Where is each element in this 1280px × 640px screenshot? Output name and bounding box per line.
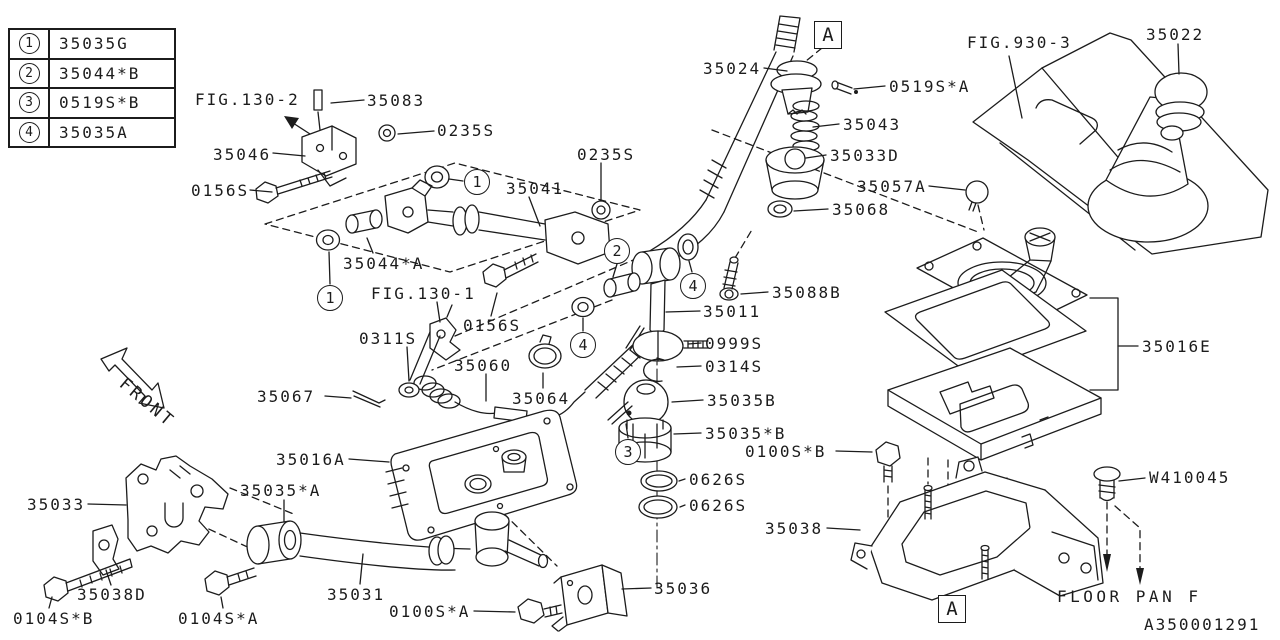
label-part-35016a: 35016A <box>276 450 346 469</box>
legend-row-4: 4 35035A <box>10 118 174 146</box>
front-label: FRONT <box>115 374 179 432</box>
label-part-35088b: 35088B <box>772 283 842 302</box>
label-part-0626s-2: 0626S <box>689 496 748 515</box>
arm-35031-assembly <box>299 511 628 632</box>
label-part-35043: 35043 <box>843 115 902 134</box>
label-part-0104s-b: 0104S*B <box>13 609 95 628</box>
label-part-35046: 35046 <box>213 145 272 164</box>
legend-table: 1 35035G 2 35044*B 3 0519S*B 4 35035A <box>8 28 176 148</box>
legend-callout-4: 4 <box>18 121 40 143</box>
label-part-35022: 35022 <box>1146 25 1205 44</box>
label-part-0156s-2: 0156S <box>463 316 522 335</box>
label-part-0100s-b: 0100S*B <box>745 442 827 461</box>
callout-4-4: 4 <box>570 332 596 358</box>
label-part-35064: 35064 <box>512 389 571 408</box>
legend-callout-cell: 1 <box>10 30 50 58</box>
legend-callout-1: 1 <box>18 33 40 55</box>
label-fig-130-1: FIG.130-1 <box>371 284 476 303</box>
label-fig-930-3: FIG.930-3 <box>967 33 1072 52</box>
bracket-35038 <box>850 441 1121 601</box>
label-part-0519s-a: 0519S*A <box>889 77 971 96</box>
callout-2-2: 2 <box>604 238 630 264</box>
label-part-35044-a: 35044*A <box>343 254 425 273</box>
label-part-0626s-1: 0626S <box>689 470 748 489</box>
label-part-35057a: 35057A <box>857 177 927 196</box>
legend-callout-cell: 3 <box>10 89 50 117</box>
legend-callout-cell: 4 <box>10 118 50 146</box>
label-part-0999s: 0999S <box>705 334 764 353</box>
label-part-35068: 35068 <box>832 200 891 219</box>
label-part-0100s-a: 0100S*A <box>389 602 471 621</box>
label-part-35036: 35036 <box>654 579 713 598</box>
label-part-0235s-1: 0235S <box>437 121 496 140</box>
marker-A-1: A <box>938 595 966 623</box>
legend-row-1: 1 35035G <box>10 30 174 60</box>
floor-pan-arrow-right <box>1136 568 1144 585</box>
label-part-35041: 35041 <box>506 179 565 198</box>
legend-part-number: 35044*B <box>59 63 141 83</box>
label-part-35067: 35067 <box>257 387 316 406</box>
label-part-0311s: 0311S <box>359 329 418 348</box>
front-indicator: FRONT <box>96 344 226 454</box>
label-part-w410045: W410045 <box>1149 468 1231 487</box>
legend-part-number: 35035A <box>59 122 129 142</box>
label-part-0235s-2: 0235S <box>577 145 636 164</box>
gear-shift-lever-assembly <box>571 15 989 519</box>
rod-35041-assembly <box>255 89 611 288</box>
plate-35016a <box>385 409 578 541</box>
legend-part-number: 35035G <box>59 34 129 54</box>
label-part-35035-a: 35035*A <box>240 481 322 500</box>
label-part-35016e: 35016E <box>1142 337 1212 356</box>
front-arrow <box>100 347 165 409</box>
label-part-35035-b: 35035*B <box>705 424 787 443</box>
selector-cable-assembly <box>352 304 586 423</box>
label-diagram-id: A350001291 <box>1144 615 1261 634</box>
legend-part-number: 0519S*B <box>59 93 141 113</box>
label-part-0104s-a: 0104S*A <box>178 609 260 628</box>
label-part-0314s: 0314S <box>705 357 764 376</box>
label-part-35033d: 35033D <box>830 146 900 165</box>
marker-A-0: A <box>814 21 842 49</box>
callout-3-5: 3 <box>615 439 641 465</box>
callout-4-3: 4 <box>680 273 706 299</box>
label-part-35033: 35033 <box>27 495 86 514</box>
label-part-0156s-1: 0156S <box>191 181 250 200</box>
legend-row-3: 3 0519S*B <box>10 89 174 119</box>
label-part-35038d: 35038D <box>77 585 147 604</box>
console-fig-930-3 <box>972 32 1269 255</box>
label-part-35083: 35083 <box>367 91 426 110</box>
floor-pan-arrow-left <box>1103 554 1111 572</box>
boot-plate-stack <box>884 227 1119 461</box>
label-part-35038: 35038 <box>765 519 824 538</box>
label-part-35024: 35024 <box>703 59 762 78</box>
legend-callout-2: 2 <box>18 62 40 84</box>
fig-130-2-arrowhead <box>284 116 299 129</box>
leader-lines <box>48 43 1180 613</box>
label-part-35035b: 35035B <box>707 391 777 410</box>
legend-callout-3: 3 <box>18 92 40 114</box>
callout-1-0: 1 <box>464 169 490 195</box>
label-part-35060: 35060 <box>454 356 513 375</box>
label-fig-130-2: FIG.130-2 <box>195 90 300 109</box>
label-part-35031: 35031 <box>327 585 386 604</box>
bracket-35033-assembly <box>43 455 302 602</box>
label-part-35011: 35011 <box>703 302 762 321</box>
label-floor-pan-f: FLOOR PAN F <box>1057 587 1202 606</box>
callout-1-1: 1 <box>317 285 343 311</box>
legend-callout-cell: 2 <box>10 59 50 87</box>
fig-130-2-arrow-line <box>292 122 311 135</box>
legend-row-2: 2 35044*B <box>10 59 174 89</box>
